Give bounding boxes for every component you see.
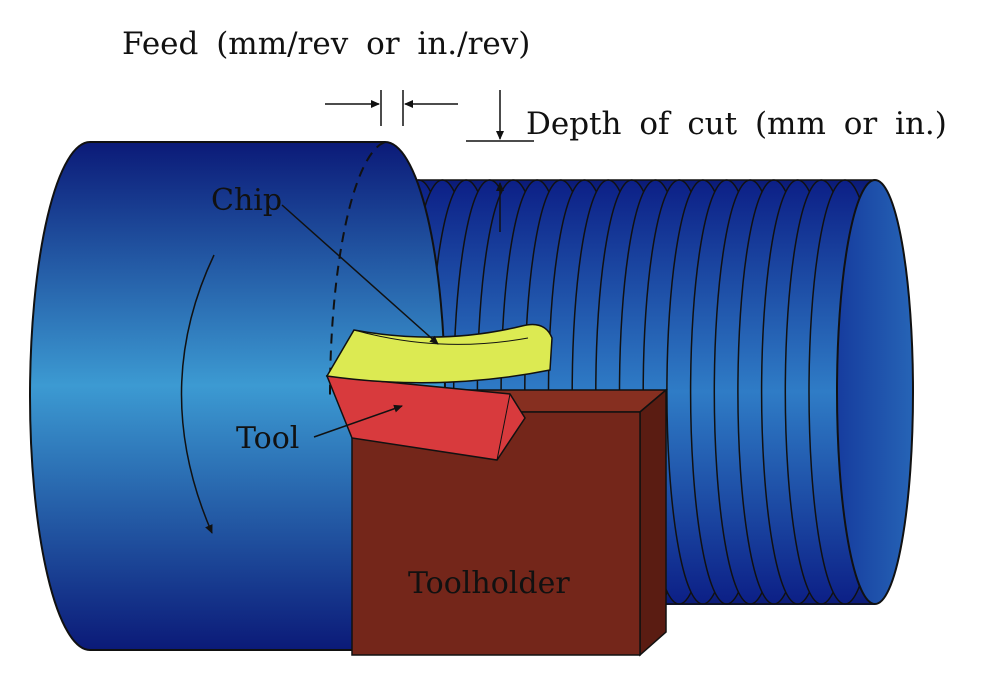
feed-label: Feed (mm/rev or in./rev) (122, 26, 530, 62)
toolholder-label: Toolholder (408, 566, 570, 601)
rotation-arrow (180, 254, 215, 534)
chip (325, 323, 553, 384)
tool-leader (313, 404, 403, 438)
chip-shape (325, 323, 553, 384)
tool-insert (325, 375, 526, 461)
chip-inner-curve (353, 329, 529, 345)
depth-of-cut-label: Depth of cut (mm or in.) (526, 106, 947, 142)
tool-label: Tool (236, 421, 299, 456)
chip-label: Chip (211, 183, 282, 218)
chip-leader (281, 204, 439, 345)
cutting-tool (325, 375, 526, 461)
cut-boundary-dashed (328, 141, 386, 397)
workpiece-end-face (836, 179, 914, 605)
toolholder-side (639, 388, 667, 657)
annotations (281, 90, 534, 438)
tool-edge (496, 393, 511, 461)
